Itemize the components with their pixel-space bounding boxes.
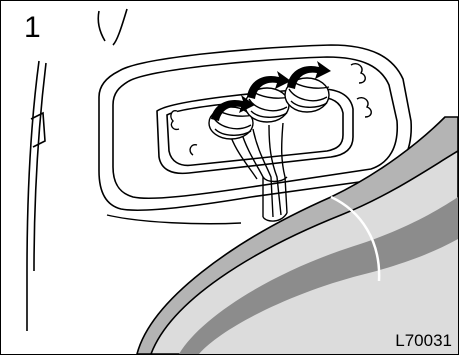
step-number: 1 xyxy=(24,13,41,43)
floor-edge xyxy=(107,215,241,224)
trim-panel xyxy=(137,117,458,354)
seatback-contour xyxy=(98,9,127,45)
body-left-edge xyxy=(27,61,46,331)
figure-code: L70031 xyxy=(395,332,452,350)
